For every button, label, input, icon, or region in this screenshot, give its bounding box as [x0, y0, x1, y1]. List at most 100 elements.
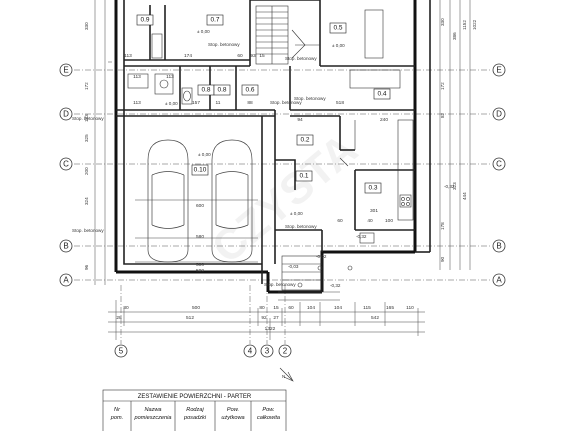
dimension-value: 60 [237, 53, 243, 59]
axis-bubble-right: D [492, 107, 506, 121]
dimension-value: 1022 [472, 19, 477, 30]
axis-bubble-right-label: E [496, 66, 501, 75]
level-mark: -0,32 [330, 283, 341, 288]
garage-cars [135, 139, 258, 263]
dimension-value: 115 [363, 305, 371, 311]
axis-bubble-left-label: C [63, 160, 69, 169]
dimension-value: 110 [406, 305, 414, 311]
dimension-value: 80 [123, 305, 129, 311]
dimension-value: 113 [124, 53, 132, 59]
table-header-line: Pow. [262, 407, 274, 413]
axis-bubble-left-label: D [63, 110, 69, 119]
level-mark: ± 0,00 [332, 43, 345, 48]
dimension-value: 104 [307, 305, 315, 311]
dimension-value: 165 [386, 305, 394, 311]
dimension-value: 512 [186, 315, 194, 321]
axis-bubble-left: E [59, 63, 73, 77]
table-header-line: Pow. [227, 407, 239, 413]
dimension-value: 301 [370, 208, 378, 214]
room-label: 0.3 [364, 182, 382, 194]
dimension-value: 40 [367, 218, 373, 224]
dimension-value: 113 [133, 74, 141, 80]
room-number: 0.9 [140, 17, 149, 24]
table-header-cell: Pow. całkowita [257, 407, 280, 421]
axis-bubble-right-label: D [496, 110, 502, 119]
room-number: 0.8 [201, 87, 210, 94]
axis-bubble-bottom-label: 4 [248, 347, 253, 356]
axis-bubble-bottom: 3 [260, 344, 274, 358]
axis-bubble-right: E [492, 63, 506, 77]
dimension-value: 60 [288, 305, 294, 311]
material-label: Stop. betonowy [72, 116, 104, 121]
room-label: 0.8 [213, 84, 231, 96]
level-mark: ± 0,00 [197, 29, 210, 34]
dimension-value: 324 [84, 197, 89, 205]
dimension-lines [94, 0, 471, 340]
dimension-value: 157 [192, 100, 200, 106]
level-labels: ± 0,00 ± 0,00 ± 0,00 ± 0,00 ± 0,00 -0,03 -0,32… [165, 29, 455, 288]
level-mark: ± 0,00 [198, 152, 211, 157]
room-label: 0.1 [295, 170, 313, 182]
dimension-value: 90 [440, 256, 445, 262]
dimension-total: 1322 [265, 326, 276, 332]
axis-bubble-right-label: B [496, 242, 501, 251]
table-header-line: całkowita [257, 415, 280, 421]
dimension-value: 94 [297, 117, 303, 123]
dimension-value: 1152 [462, 20, 467, 30]
table-header-line: Rodzaj [186, 407, 204, 413]
dimension-value: 100 [385, 218, 393, 224]
dimension-value: 172 [440, 82, 445, 90]
dimension-value: 580 [196, 234, 204, 240]
material-label: Stop. betonowy [285, 224, 317, 229]
table-header-line: użytkowa [221, 415, 244, 421]
area-table: ZESTAWIENIE POWIERZCHNI - PARTERNrpom.Na… [102, 389, 287, 431]
axis-bubble-left: B [59, 239, 73, 253]
level-mark: ± 0,00 [165, 101, 178, 106]
axis-bubble-left: A [59, 273, 73, 287]
dimension-value: 28 [116, 315, 122, 321]
level-mark: -0,32 [444, 184, 455, 189]
dimension-value: 240 [380, 117, 388, 123]
level-mark: ± 0,00 [290, 211, 303, 216]
dimension-value: 113 [133, 100, 141, 106]
room-number: 0.6 [245, 87, 254, 94]
dimension-value: 172 [84, 82, 89, 90]
kitchen-furniture [339, 9, 414, 244]
room-number: 0.3 [368, 185, 377, 192]
axis-bubble-right: B [492, 239, 506, 253]
dimension-value: 542 [371, 315, 379, 321]
level-mark: -0,03 [288, 264, 299, 269]
axis-bubble-left-label: B [63, 242, 68, 251]
dimension-value: 27 [273, 315, 279, 321]
axis-bubble-bottom-label: 5 [119, 347, 124, 356]
dimension-value: 330 [84, 22, 89, 30]
level-mark: -0,02 [316, 254, 327, 259]
dimension-value: 93 [250, 53, 256, 59]
material-label: Stop. betonowy [264, 282, 296, 287]
axis-bubble-bottom-label: 3 [265, 347, 270, 356]
room-label: 0.6 [241, 84, 259, 96]
dimension-value: 200 [84, 167, 89, 175]
table-header-line: pomieszczenia [134, 415, 172, 421]
dimension-value: 104 [334, 305, 342, 311]
north-arrow-label: N [282, 374, 285, 379]
room-label: 0.4 [373, 88, 391, 100]
dimension-value: 330 [440, 18, 445, 26]
axis-bubble-bottom: 5 [114, 344, 128, 358]
dimension-value: 178 [440, 222, 445, 230]
material-label: Stop. betonowy [72, 228, 104, 233]
material-label: Stop. betonowy [270, 100, 302, 105]
dimension-value: 444 [462, 192, 467, 200]
axis-bubble-bottom: 2 [278, 344, 292, 358]
axis-bubble-left-label: E [63, 66, 68, 75]
room-number: 0.8 [217, 87, 226, 94]
room-number: 0.5 [333, 25, 342, 32]
table-header-line: posadzki [183, 415, 207, 421]
axis-bubble-left: C [59, 157, 73, 171]
axis-bubble-right-label: C [496, 160, 502, 169]
table-title: ZESTAWIENIE POWIERZCHNI - PARTER [138, 394, 252, 400]
